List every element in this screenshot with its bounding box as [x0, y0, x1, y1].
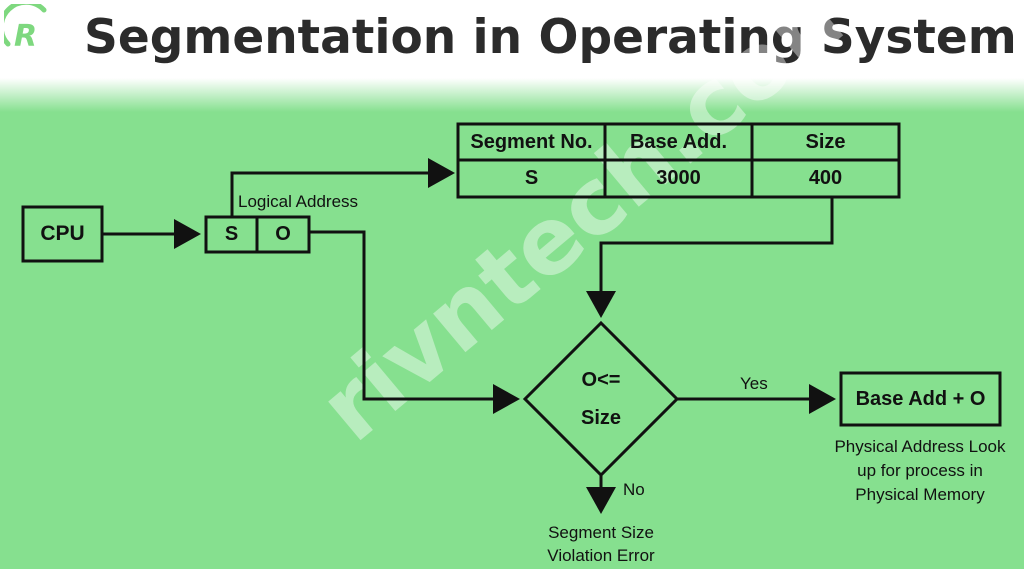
- segment-cell: S: [224, 223, 239, 245]
- table-cell-size: 400: [808, 167, 843, 189]
- address-to-table-arrow: [230, 158, 455, 217]
- table-cell-segment: S: [524, 167, 539, 189]
- decision-line-2: Size: [580, 406, 622, 429]
- result-caption-line-1: Physical Address Look: [834, 437, 1006, 456]
- page-title: Segmentation in Operating System: [84, 10, 1017, 65]
- result-caption: Physical Address Look up for process in …: [820, 435, 1020, 507]
- yes-label: Yes: [740, 374, 768, 393]
- logical-address-label: Logical Address: [238, 192, 359, 211]
- result-label: Base Add + O: [855, 387, 986, 410]
- cpu-label: CPU: [40, 222, 85, 245]
- result-caption-line-3: Physical Memory: [855, 485, 985, 504]
- rivntech-logo-icon: R: [4, 4, 47, 54]
- table-header-size: Size: [805, 130, 846, 153]
- decision-line-1: O<=: [581, 368, 621, 391]
- error-caption-line-2: Violation Error: [547, 546, 655, 565]
- offset-to-decision-arrow: [309, 230, 520, 414]
- offset-cell: O: [275, 223, 291, 245]
- decision-diamond: [522, 320, 680, 478]
- table-header-segment-no: Segment No.: [470, 130, 593, 153]
- logo-letter: R: [14, 19, 37, 54]
- result-box: [839, 371, 1002, 427]
- result-caption-line-2: up for process in: [857, 461, 983, 480]
- table-header-base-add: Base Add.: [629, 130, 728, 153]
- table-cell-base: 3000: [656, 167, 701, 189]
- header-band: R Segmentation in Operating System: [0, 0, 1024, 112]
- no-label: No: [623, 480, 645, 499]
- error-caption: Segment Size Violation Error: [516, 521, 686, 567]
- error-caption-line-1: Segment Size: [548, 523, 654, 542]
- size-to-decision-arrow: [586, 197, 834, 318]
